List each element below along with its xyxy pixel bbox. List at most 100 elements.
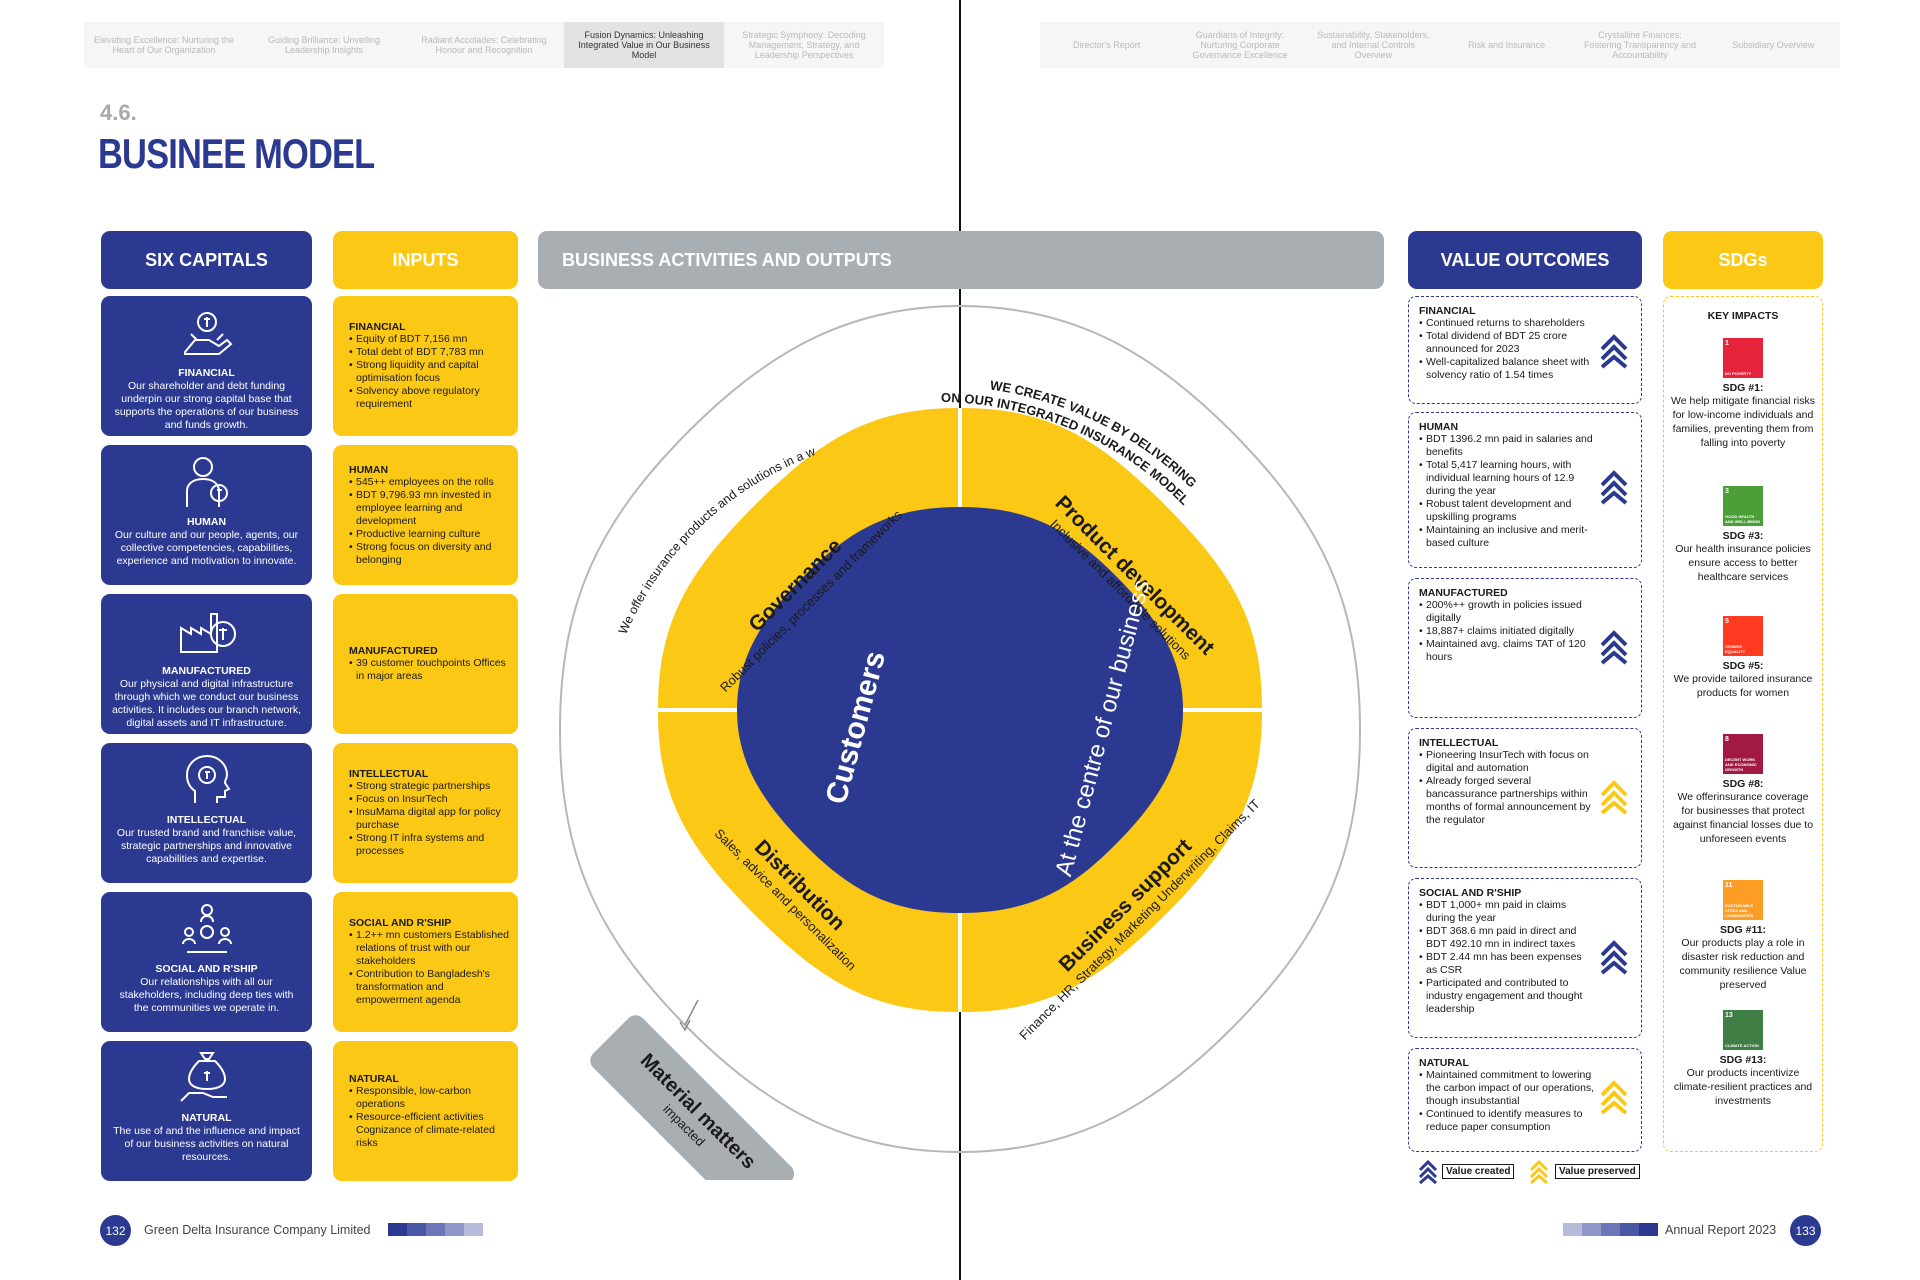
value-created-chevron-icon: [1600, 470, 1628, 505]
page-number-right: 133: [1790, 1215, 1821, 1246]
capital-title: INTELLECTUAL: [166, 814, 247, 826]
outcome-item: 18,887+ claims initiated digitally: [1419, 625, 1595, 638]
input-item: 39 customer touchpoints Offices in major…: [349, 657, 510, 683]
sdg-title: SDG #8:: [1722, 778, 1764, 790]
people-network-icon: [181, 904, 232, 953]
input-item: Productive learning culture: [349, 528, 510, 541]
input-title: FINANCIAL: [349, 321, 406, 333]
header-sdgs: SDGs: [1663, 231, 1823, 289]
nav-tab[interactable]: Director's Report: [1073, 40, 1141, 50]
sdg-desc: We offerinsurance coverage for businesse…: [1672, 791, 1814, 845]
capital-title: FINANCIAL: [178, 367, 235, 379]
outcome-item: 200%++ growth in policies issued digital…: [1419, 599, 1595, 625]
input-item: Equity of BDT 7,156 mn: [349, 333, 510, 346]
capital-card-financial: FINANCIAL Our shareholder and debt fundi…: [101, 296, 312, 436]
nav-tab[interactable]: Guardians of Integrity: Nurturing Corpor…: [1192, 30, 1288, 60]
nav-tab[interactable]: Elevating Excellence: Nurturing the Hear…: [93, 35, 235, 55]
page-number-left: 132: [100, 1215, 131, 1246]
legend-preserved-icon: [1529, 1160, 1549, 1184]
outcome-item: Total dividend of BDT 25 crore announced…: [1419, 330, 1595, 356]
sdg-desc: Our products incentivize climate-resilie…: [1673, 1067, 1813, 1107]
sdg-title: SDG #11:: [1719, 924, 1767, 936]
input-card-intellectual: INTELLECTUAL Strong strategic partnershi…: [333, 743, 518, 883]
business-model-diagram: We offer insurance products and solution…: [530, 290, 1362, 1180]
outcome-title: INTELLECTUAL: [1419, 737, 1499, 749]
nav-tab[interactable]: Strategic Symphony: Decoding Management,…: [742, 30, 866, 60]
capital-card-human: HUMAN Our culture and our people, agents…: [101, 445, 312, 585]
input-item: Contribution to Bangladesh's transformat…: [349, 968, 510, 1007]
outer-outline: [558, 304, 1362, 1154]
input-item: Strong liquidity and capital optimisatio…: [349, 359, 510, 385]
header-value-outcomes: VALUE OUTCOMES: [1408, 231, 1642, 289]
nav-tab[interactable]: Crystalline Finances: Fostering Transpar…: [1583, 30, 1696, 60]
nav-tab[interactable]: Radiant Accolades: Celebrating Honour an…: [421, 35, 547, 55]
input-item: Strong strategic partnerships: [349, 780, 510, 793]
outcome-card-financial: FINANCIAL Continued returns to sharehold…: [1408, 296, 1642, 404]
nav-tab[interactable]: Risk and Insurance: [1468, 40, 1546, 50]
center-customers: [737, 507, 1183, 913]
outcome-title: HUMAN: [1419, 421, 1459, 433]
capital-title: MANUFACTURED: [162, 665, 251, 677]
header-inputs: INPUTS: [333, 231, 518, 289]
outcome-card-human: HUMAN BDT 1396.2 mn paid in salaries and…: [1408, 412, 1642, 568]
input-item: Strong focus on diversity and belonging: [349, 541, 510, 567]
value-preserved-chevron-icon: [1600, 1080, 1628, 1115]
input-item: Total debt of BDT 7,783 mn: [349, 346, 510, 359]
outcome-item: Maintaining an inclusive and merit-based…: [1419, 524, 1595, 550]
outcome-item: Total 5,417 learning hours, with individ…: [1419, 459, 1595, 498]
input-card-social: SOCIAL AND R'SHIP 1.2++ mn customers Est…: [333, 892, 518, 1032]
money-bag-hand-icon: [179, 1052, 227, 1102]
outcome-item: Pioneering InsurTech with focus on digit…: [1419, 749, 1595, 775]
factory-taka-icon: [179, 613, 236, 653]
footer-report-name: Annual Report 2023: [1665, 1223, 1777, 1237]
sdg-panel: [1663, 296, 1823, 1152]
outcome-title: NATURAL: [1419, 1057, 1469, 1069]
input-item: InsuMama digital app for policy purchase: [349, 806, 510, 832]
value-created-chevron-icon: [1600, 630, 1628, 665]
outcome-card-intellectual: INTELLECTUAL Pioneering InsurTech with f…: [1408, 728, 1642, 868]
outcome-card-social: SOCIAL AND R'SHIP BDT 1,000+ mn paid in …: [1408, 878, 1642, 1038]
nav-tabs-right: Director's Report Guardians of Integrity…: [1040, 22, 1840, 68]
header-six-capitals: SIX CAPITALS: [101, 231, 312, 289]
capital-desc: The use of and the influence and impact …: [113, 1125, 300, 1163]
nav-tabs-left: Elevating Excellence: Nurturing the Hear…: [84, 22, 884, 68]
nav-tab-active[interactable]: Fusion Dynamics: Unleashing Integrated V…: [564, 22, 724, 68]
input-title: NATURAL: [349, 1072, 399, 1085]
arrow-to-material-icon: [684, 999, 699, 1026]
footer-color-bar-left: [388, 1223, 483, 1236]
capital-card-social: SOCIAL AND R'SHIP Our relationships with…: [101, 892, 312, 1032]
input-item: Solvency above regulatory requirement: [349, 385, 510, 411]
sdg-desc: We provide tailored insurance products f…: [1673, 673, 1813, 699]
input-title: MANUFACTURED: [349, 645, 438, 657]
footer-color-bar-right: [1563, 1223, 1658, 1236]
outcome-item: Maintained avg. claims TAT of 120 hours: [1419, 638, 1595, 664]
key-impacts-label: KEY IMPACTS: [1707, 310, 1779, 322]
outcome-item: BDT 1396.2 mn paid in salaries and benef…: [1419, 433, 1595, 459]
nav-tab[interactable]: Subsidiary Overview: [1732, 40, 1815, 50]
sdg-desc: We help mitigate financial risks for low…: [1671, 395, 1815, 449]
capital-desc: Our physical and digital infrastructure …: [111, 678, 302, 729]
header-activities: BUSINESS ACTIVITIES AND OUTPUTS: [538, 231, 1384, 289]
input-card-manufactured: MANUFACTURED 39 customer touchpoints Off…: [333, 594, 518, 734]
input-item: 1.2++ mn customers Established relations…: [349, 929, 510, 968]
capital-desc: Our relationships with all our stakehold…: [119, 976, 294, 1014]
input-card-human: HUMAN 545++ employees on the rolls BDT 9…: [333, 445, 518, 585]
input-card-natural: NATURAL Responsible, low-carbon operatio…: [333, 1041, 518, 1181]
capital-desc: Our trusted brand and franchise value, s…: [116, 827, 297, 865]
outcome-item: Robust talent development and upskilling…: [1419, 498, 1595, 524]
outcome-item: Continued returns to shareholders: [1419, 317, 1595, 330]
nav-tab[interactable]: Sustainability, Stakeholders, and Intern…: [1317, 30, 1430, 60]
sdg-title: SDG #13:: [1719, 1054, 1767, 1066]
nav-tab[interactable]: Guiding Brilliance: Unveiling Leadership…: [267, 35, 381, 55]
capital-title: NATURAL: [181, 1112, 232, 1124]
outcome-item: BDT 368.6 mn paid in direct and BDT 492.…: [1419, 925, 1595, 951]
legend-value-created: Value created: [1442, 1164, 1515, 1179]
outcome-card-manufactured: MANUFACTURED 200%++ growth in policies i…: [1408, 578, 1642, 718]
